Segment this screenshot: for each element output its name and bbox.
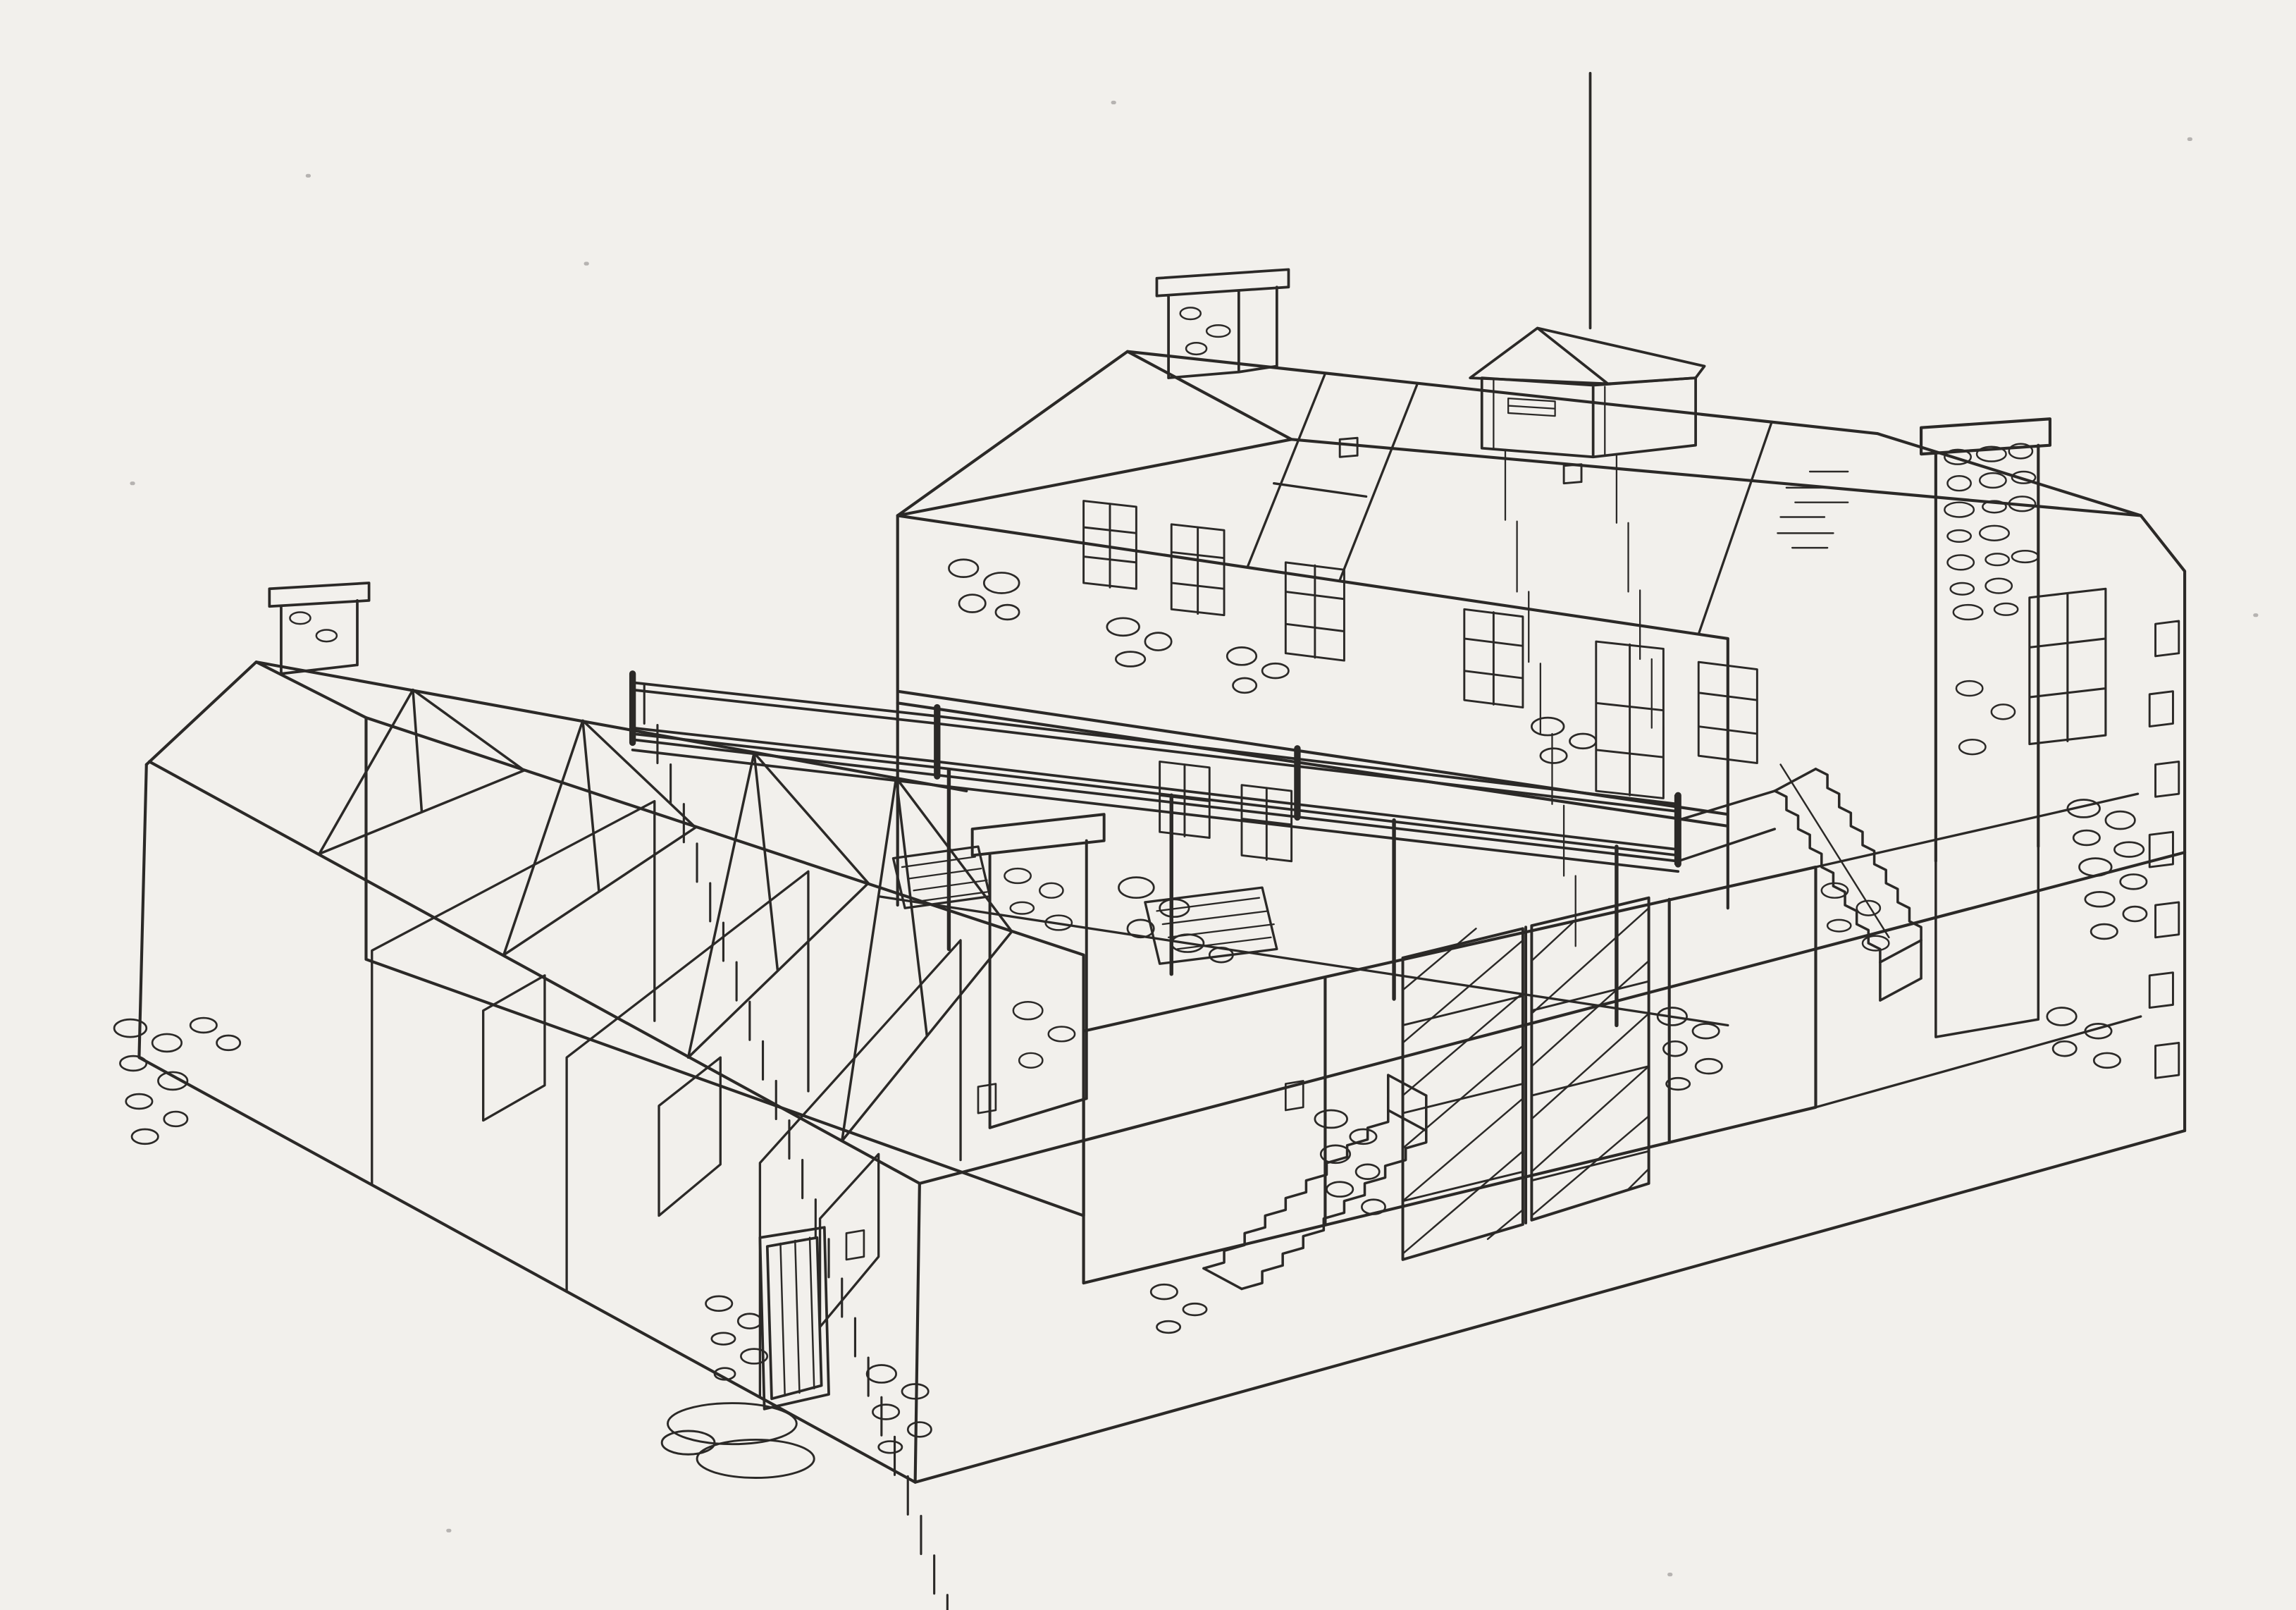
stair-steps-far xyxy=(1240,1129,1428,1291)
door-opening xyxy=(482,974,546,1122)
stone-cluster-gateway xyxy=(1149,1007,1723,1334)
courtyard xyxy=(877,845,1817,1284)
right-corner-edge xyxy=(2139,514,2187,1133)
gable-edges xyxy=(144,660,368,766)
gable-chimney-stones xyxy=(289,611,338,643)
courtyard-hatch-patch-2 xyxy=(1144,886,1278,965)
back-building xyxy=(896,72,2187,1133)
inner-wall-outline xyxy=(364,716,1085,1217)
stair-base-stones xyxy=(1820,882,1890,952)
interior-recede-lines xyxy=(1814,792,2142,1109)
stair-handrail xyxy=(1779,763,1890,939)
end-wall-window xyxy=(2028,587,2107,746)
door-opening xyxy=(818,1153,880,1329)
paper-speckles xyxy=(130,100,2259,1577)
door-planks xyxy=(779,1236,815,1397)
outer-wall-outline xyxy=(913,851,2187,1484)
interior-stair xyxy=(1202,1074,1428,1291)
stone-cluster-end-wall xyxy=(2046,799,2148,1069)
window-grid xyxy=(1170,523,1226,617)
chimney-outline xyxy=(1919,417,2052,863)
roof-chimney xyxy=(1155,268,1290,379)
exposed-rafters xyxy=(1246,372,1773,636)
left-wing xyxy=(113,582,1106,1484)
door-battens xyxy=(1402,980,1650,1203)
door-step-boulders xyxy=(660,1402,815,1479)
roof-trusses xyxy=(318,688,1013,1143)
wall-vents xyxy=(977,1080,1304,1114)
french-door xyxy=(1595,640,1665,799)
door-opening xyxy=(658,1056,722,1217)
upper-wall-outline xyxy=(896,514,1729,910)
cupola-body xyxy=(1480,376,1697,459)
inner-wall-outline xyxy=(1082,865,1817,1285)
window-grid xyxy=(1697,660,1758,764)
chimney-outline xyxy=(970,813,1106,1129)
cupola-roof xyxy=(1469,326,1706,386)
railing-posts xyxy=(629,670,1681,868)
stair-steps-far xyxy=(1814,768,1922,942)
diagonal-planks-right xyxy=(1531,907,1650,1217)
gallery-railing xyxy=(629,670,1681,1610)
roof-vents xyxy=(1338,436,1583,485)
diagonal-planks-left xyxy=(1402,928,1524,1255)
window-grid xyxy=(1082,500,1137,590)
chimney-stones xyxy=(1004,867,1076,1069)
door-frame xyxy=(758,1226,830,1411)
stair-steps-near xyxy=(1773,789,1882,964)
stair-steps-near xyxy=(1202,1109,1390,1270)
hatch-lines xyxy=(901,856,988,902)
front-range xyxy=(913,792,2187,1484)
chimney-stones xyxy=(1179,307,1231,356)
ground-floor-windows xyxy=(1159,761,1293,863)
gallery-support-posts xyxy=(946,768,1619,1028)
center-chimney xyxy=(970,813,1106,1129)
wall-vent xyxy=(845,1229,865,1261)
exterior-stair xyxy=(1677,763,1922,1002)
chimney-stonework xyxy=(1944,443,2039,756)
stair-stringers xyxy=(1202,1074,1428,1291)
stone-chimney-right xyxy=(1777,417,2052,863)
partition-wall xyxy=(371,799,656,1186)
door-leaves xyxy=(1401,896,1650,1261)
chimney-breast xyxy=(1934,845,2040,1038)
weathering-hatch xyxy=(1777,470,1849,549)
interior-partitions xyxy=(371,799,962,1399)
partition-wall xyxy=(565,870,810,1293)
gallery-floor-edge xyxy=(631,738,1680,873)
gable-end xyxy=(896,350,1293,517)
window-grid xyxy=(1284,561,1345,662)
hatch-lines-2 xyxy=(1156,897,1275,950)
corner-quoins xyxy=(2148,620,2180,1079)
barn-doors xyxy=(1401,896,1650,1261)
cupola-boards-side xyxy=(1604,386,1677,866)
outer-wall-outline xyxy=(137,760,921,1484)
stone-cluster-back-wall xyxy=(948,558,1598,964)
cupola-louver xyxy=(1507,398,1556,417)
gable-chimney xyxy=(268,582,371,675)
chimney-outline xyxy=(1155,268,1290,379)
wing-ridge xyxy=(254,660,968,793)
window-grid xyxy=(1463,608,1524,709)
stone-cluster-outer-wall xyxy=(113,1016,932,1454)
right-wing xyxy=(1677,587,2180,1079)
window-grid xyxy=(1159,761,1211,839)
stair-mass xyxy=(1677,768,1922,1002)
partition-wall xyxy=(758,939,962,1399)
plank-door xyxy=(758,1226,865,1411)
cupola xyxy=(1469,72,1706,947)
upper-windows xyxy=(1082,500,1758,799)
